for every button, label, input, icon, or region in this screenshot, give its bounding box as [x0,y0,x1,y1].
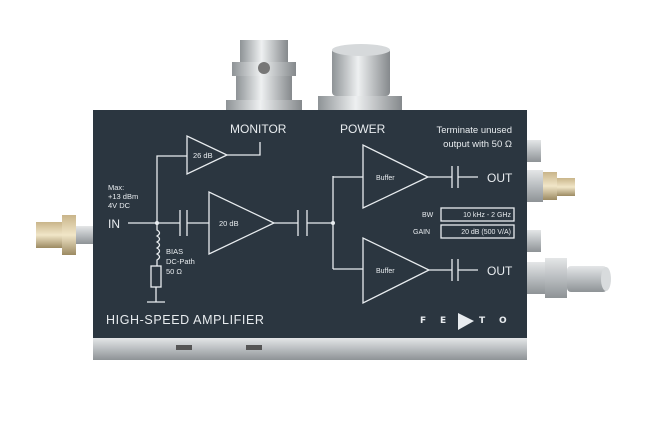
svg-text:E: E [440,316,446,326]
bias-line-1: BIAS [166,247,183,256]
gain-label: GAIN [413,229,430,236]
junction-dot [331,221,335,225]
power-label: POWER [340,122,386,136]
out-2-label: OUT [487,264,513,278]
screw-hole [176,345,192,350]
screw-hole [246,345,262,350]
note-line-1: Terminate unused [436,125,512,136]
note-line-2: output with 50 Ω [443,139,512,150]
out-1-label: OUT [487,171,513,185]
sma-input-connector [36,215,94,255]
sma-output-connector [527,140,575,252]
svg-text:T: T [479,316,486,326]
svg-text:F: F [420,316,426,326]
bias-line-3: 50 Ω [166,267,182,276]
gain-value: 20 dB (500 V/A) [461,229,511,236]
junction-dot [155,221,159,225]
monitor-amp-gain: 26 dB [193,151,213,160]
femto-logo: F E T O [420,313,507,330]
monitor-label: MONITOR [230,122,287,136]
bnc-monitor-connector [226,40,302,114]
power-connector [318,44,402,114]
front-panel [93,110,527,338]
input-limit-3: 4V DC [108,201,131,210]
bias-line-2: DC-Path [166,257,195,266]
housing-edge [93,338,527,360]
main-amp-gain: 20 dB [219,219,239,228]
in-label: IN [108,217,120,231]
n-type-output-connector [527,258,611,298]
buffer-2-label: Buffer [376,268,395,275]
schematic [128,134,515,305]
product-label: HIGH-SPEED AMPLIFIER [106,313,265,327]
bw-value: 10 kHz - 2 GHz [463,212,511,219]
input-limit-2: +13 dBm [108,192,138,201]
buffer-1-label: Buffer [376,175,395,182]
bw-label: BW [422,212,434,219]
svg-text:O: O [499,316,507,326]
input-limit-1: Max: [108,183,124,192]
